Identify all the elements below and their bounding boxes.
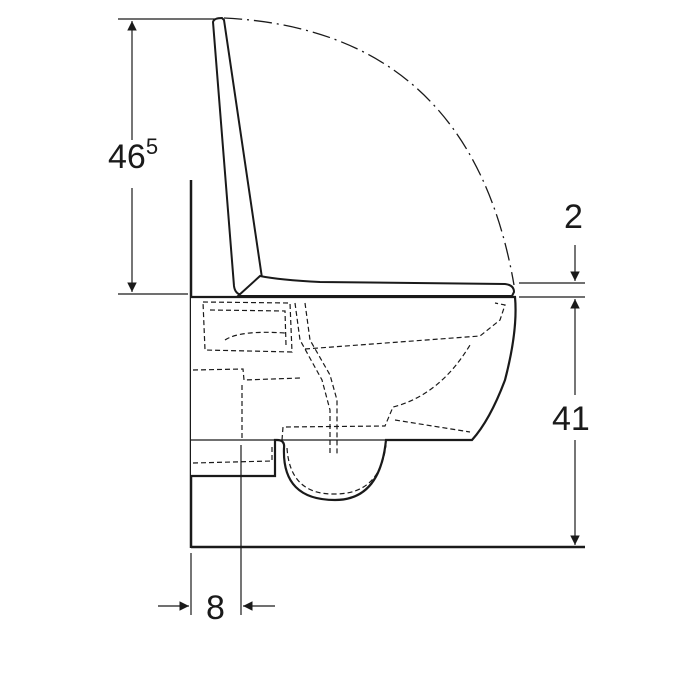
lid-swing-arc: [223, 17, 515, 286]
dimension-label-seat-thickness: 2: [564, 198, 583, 236]
hidden-internal-lines: [192, 301, 506, 495]
bowl-outline: [191, 295, 517, 502]
dimension-label-lid-height: 465: [108, 134, 158, 176]
raised-lid: [211, 16, 264, 297]
dimension-label-wall-offset: 8: [206, 589, 225, 627]
seat: [235, 274, 516, 297]
dimension-seat-thickness: [519, 245, 585, 298]
dimension-label-bowl-height: 41: [552, 400, 590, 438]
dimension-lid-height: [118, 18, 215, 295]
dimension-wall-offset: [158, 445, 275, 615]
